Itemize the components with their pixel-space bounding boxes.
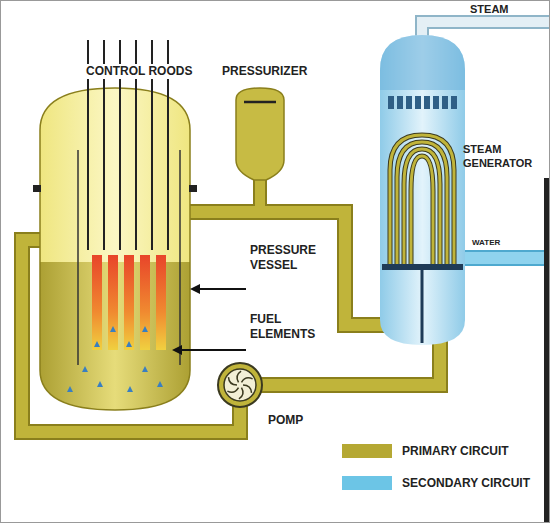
flow-mark <box>97 381 103 387</box>
u-tube <box>397 142 447 264</box>
fuel-rod <box>92 255 102 350</box>
flow-mark <box>82 366 88 372</box>
flow-mark <box>142 326 148 332</box>
u-tube <box>390 135 454 264</box>
impeller-blade <box>242 378 253 383</box>
flow-label: WATER <box>472 238 500 248</box>
part-label: FUEL ELEMENTS <box>250 312 332 342</box>
u-tube <box>411 156 433 264</box>
separator-slot <box>433 96 439 109</box>
part-label: STEAM GENERATOR <box>463 143 541 171</box>
separator-slot <box>388 96 394 109</box>
part-label: PRESSURIZER <box>222 64 307 79</box>
legend-text: PRIMARY CIRCUIT <box>402 444 509 458</box>
part-label: PRESSURE VESSEL <box>250 243 332 273</box>
separator-slot <box>442 96 448 109</box>
u-tube <box>397 142 447 264</box>
fuel-rod <box>140 255 150 350</box>
legend-swatch <box>342 476 392 490</box>
flow-mark <box>126 341 132 347</box>
impeller-blade <box>228 377 237 385</box>
flow-mark <box>157 381 163 387</box>
separator-slot <box>406 96 412 109</box>
flow-mark <box>127 386 133 392</box>
legend-item: SECONDARY CIRCUIT <box>342 476 530 490</box>
flow-mark <box>110 326 116 332</box>
separator-slot <box>397 96 403 109</box>
separator-slot <box>424 96 430 109</box>
part-label: CONTROL ROODS <box>84 64 194 79</box>
legend-text: SECONDARY CIRCUIT <box>402 476 530 490</box>
flow-mark <box>67 386 73 392</box>
impeller-blade <box>243 385 252 393</box>
separator-slot <box>451 96 457 109</box>
fuel-rod <box>156 255 166 350</box>
u-tube <box>411 156 433 264</box>
fuel-rod <box>108 255 118 350</box>
part-label: POMP <box>268 413 303 428</box>
impeller-blade <box>239 388 243 399</box>
u-tube <box>404 149 440 264</box>
legend-swatch <box>342 444 392 458</box>
flow-mark <box>142 366 148 372</box>
separator-slot <box>415 96 421 109</box>
u-tube <box>404 149 440 264</box>
u-tube <box>390 135 454 264</box>
fuel-rod <box>124 255 134 350</box>
impeller-blade <box>227 388 238 393</box>
impeller-blade <box>237 371 241 382</box>
flow-mark <box>94 341 100 347</box>
flow-label: STEAM <box>470 3 509 17</box>
legend-item: PRIMARY CIRCUIT <box>342 444 509 458</box>
